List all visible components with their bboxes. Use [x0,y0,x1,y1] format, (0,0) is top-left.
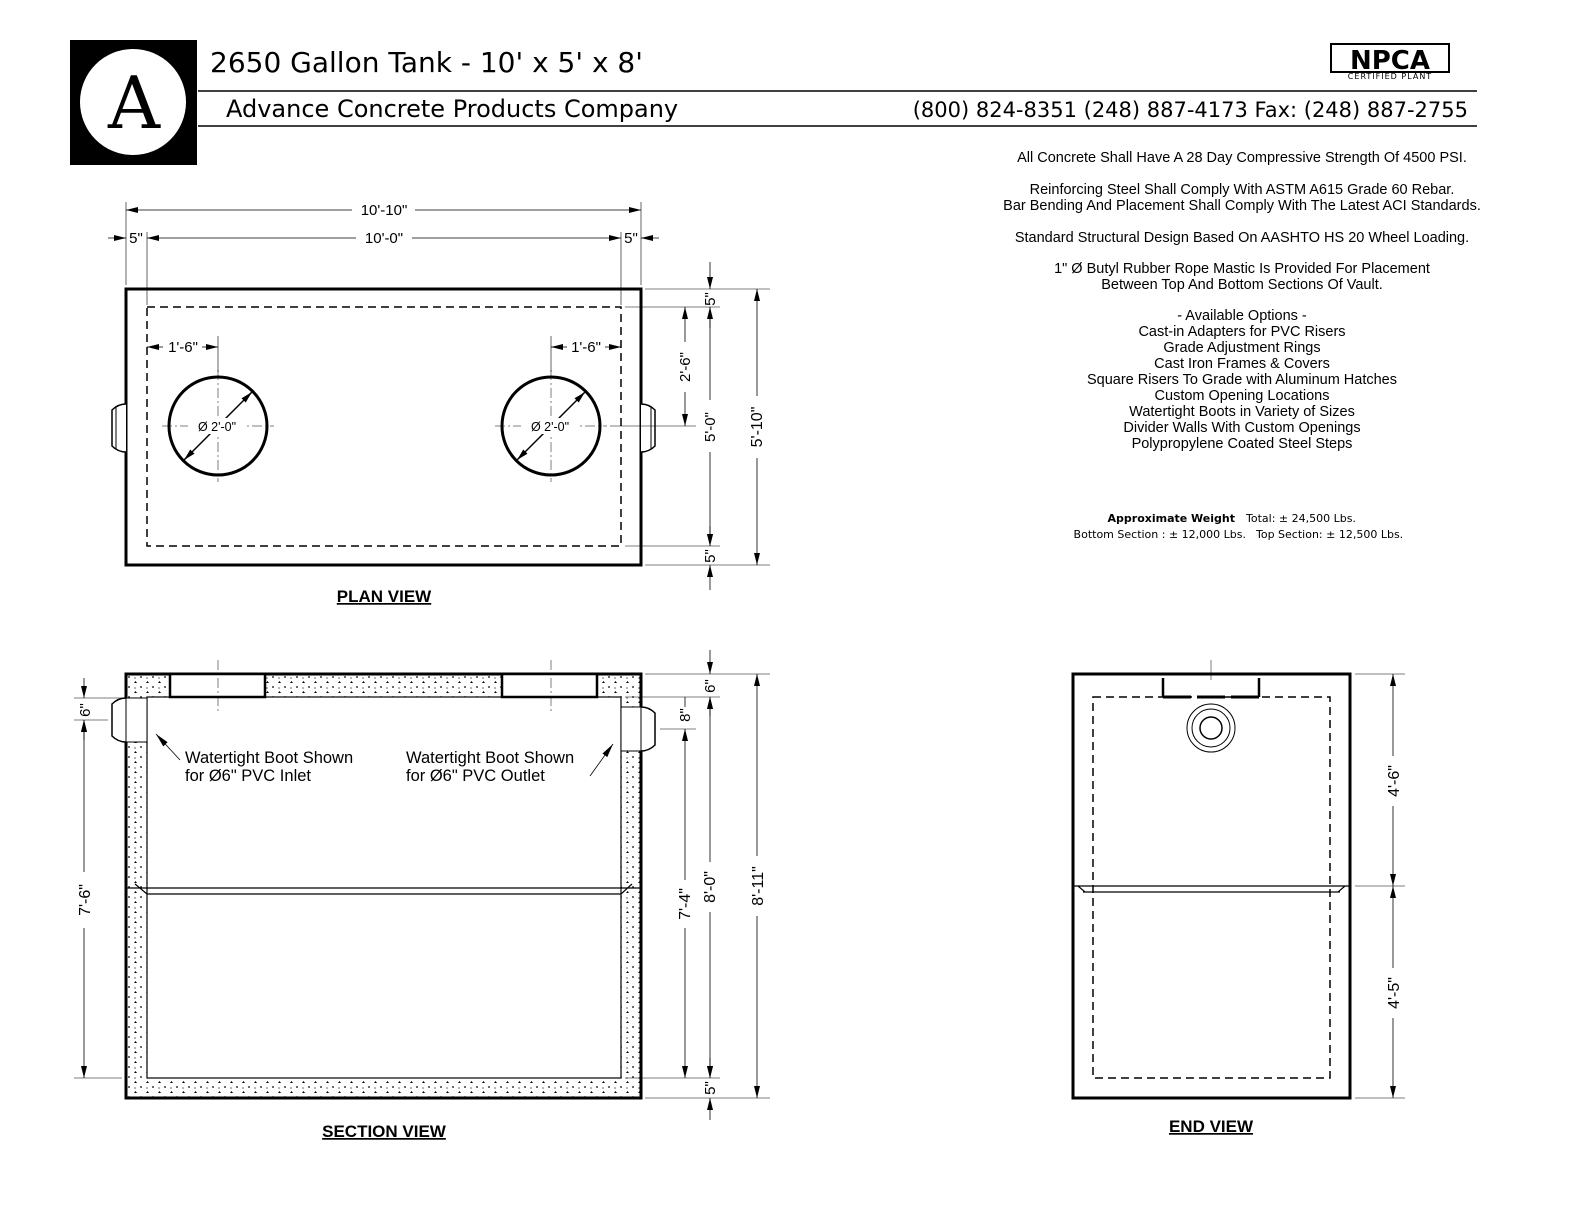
end-view: 4'-6" 4'-5" END VIEW [1071,660,1405,1136]
dim-wall-top: 5" [702,292,719,306]
dim-to-center: 2'-6" [677,352,694,382]
outlet-boot [640,706,656,752]
approximate-weight: Approximate Weight Total: ± 24,500 Lbs. … [1074,512,1404,541]
title-block: A 2650 Gallon Tank - 10' x 5' x 8' Advan… [70,40,1477,165]
weight-bottom: Bottom Section : ± 12,000 Lbs. [1074,528,1246,541]
plan-inner-wall [146,306,622,547]
phone-numbers: (800) 824-8351 (248) 887-4173 Fax: (248)… [913,98,1468,122]
inlet-note-line1: Watertight Boot Shown [185,749,353,767]
note-line: Between Top And Bottom Sections Of Vault… [1101,277,1383,293]
dim-wall-left: 5" [129,230,143,247]
dim-top-slab: 6" [702,679,719,693]
dim-overall-width: 5'-10" [749,407,766,448]
section-opening-left [168,672,267,699]
weight-label: Approximate Weight [1108,512,1235,525]
logo-letter: A [107,61,161,145]
opening-left-dia: Ø 2'-0" [198,420,236,434]
end-view-title: END VIEW [1169,1117,1254,1136]
dim-opening-offset-left: 1'-6" [168,339,198,356]
available-options: - Available Options - Cast-in Adapters f… [1087,308,1397,452]
dim-inner-width: 5'-0" [702,412,719,442]
dim-inlet-invert: 7'-6" [77,884,94,916]
dim-opening-offset-right: 1'-6" [571,339,601,356]
npca-badge: NPCA CERTIFIED PLANT [1330,43,1450,81]
dim-overall-length: 10'-10" [361,202,408,219]
dim-end-top-section: 4'-6" [1386,765,1403,797]
npca-badge-sub: CERTIFIED PLANT [1348,72,1432,81]
section-opening-right [500,672,599,699]
dim-outlet-invert: 7'-4" [677,888,694,920]
inlet-pipe-stub [111,403,127,453]
company-name: Advance Concrete Products Company [226,95,678,123]
option-item: Polypropylene Coated Steel Steps [1132,436,1353,452]
dim-wall-bottom: 5" [702,549,719,563]
option-item: Custom Opening Locations [1155,388,1330,404]
dim-outlet-drop: 8" [677,708,694,722]
logo-circle [80,49,186,155]
weight-total: Total: ± 24,500 Lbs. [1245,512,1356,525]
dim-inner-length: 10'-0" [365,230,403,247]
dim-inside-height: 8'-0" [702,871,719,903]
note-line: All Concrete Shall Have A 28 Day Compres… [1017,150,1467,166]
option-item: Watertight Boots in Variety of Sizes [1129,404,1355,420]
note-line: 1" Ø Butyl Rubber Rope Mastic Is Provide… [1054,261,1430,277]
dim-bottom-slab: 5" [702,1081,719,1095]
note-line: Standard Structural Design Based On AASH… [1015,230,1469,246]
dim-wall-right: 5" [624,230,638,247]
options-title: - Available Options - [1177,308,1307,324]
option-item: Divider Walls With Custom Openings [1123,420,1360,436]
option-item: Square Risers To Grade with Aluminum Hat… [1087,372,1397,388]
option-item: Cast Iron Frames & Covers [1154,356,1330,372]
weight-top: Top Section: ± 12,500 Lbs. [1255,528,1403,541]
inlet-boot [111,697,127,743]
dim-overall-height: 8'-11" [750,866,767,906]
section-view-title: SECTION VIEW [322,1122,447,1141]
general-notes: All Concrete Shall Have A 28 Day Compres… [1003,150,1481,293]
plan-view-title: PLAN VIEW [337,587,432,606]
note-line: Bar Bending And Placement Shall Comply W… [1003,198,1481,214]
dim-inlet-drop: 6" [77,703,94,717]
section-view: Watertight Boot Shown for Ø6" PVC Inlet … [74,650,770,1141]
dim-end-bottom-section: 4'-5" [1386,977,1403,1009]
option-item: Grade Adjustment Rings [1163,340,1320,356]
option-item: Cast-in Adapters for PVC Risers [1138,324,1345,340]
outlet-note-line1: Watertight Boot Shown [406,749,574,767]
plan-view: Ø 2'-0" Ø 2'-0" 10'-10" 10'-0" 5" 5" 1'-… [108,202,770,606]
opening-right-dia: Ø 2'-0" [531,420,569,434]
npca-badge-main: NPCA [1350,46,1430,76]
outlet-pipe-stub [640,403,656,453]
note-line: Reinforcing Steel Shall Comply With ASTM… [1030,182,1455,198]
inlet-note-line2: for Ø6" PVC Inlet [185,767,311,785]
outlet-note-line2: for Ø6" PVC Outlet [406,767,545,785]
drawing-title: 2650 Gallon Tank - 10' x 5' x 8' [210,46,643,79]
